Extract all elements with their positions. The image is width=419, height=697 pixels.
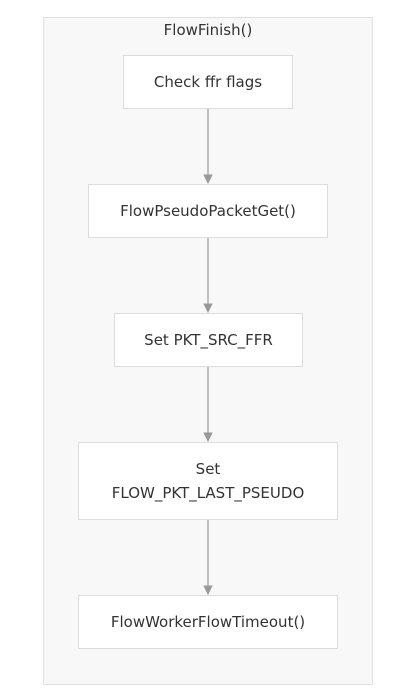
cluster-title: FlowFinish(): [163, 21, 253, 39]
node-check-ffr-flags[interactable]: Check ffr flags: [123, 55, 293, 109]
node-set-flow-pkt-last-pseudo[interactable]: Set FLOW_PKT_LAST_PSEUDO: [78, 442, 338, 520]
node-set-pkt-src-ffr[interactable]: Set PKT_SRC_FFR: [114, 313, 303, 367]
node-flow-worker-flow-timeout[interactable]: FlowWorkerFlowTimeout(): [78, 595, 338, 649]
node-flow-pseudo-packet-get[interactable]: FlowPseudoPacketGet(): [88, 184, 328, 238]
